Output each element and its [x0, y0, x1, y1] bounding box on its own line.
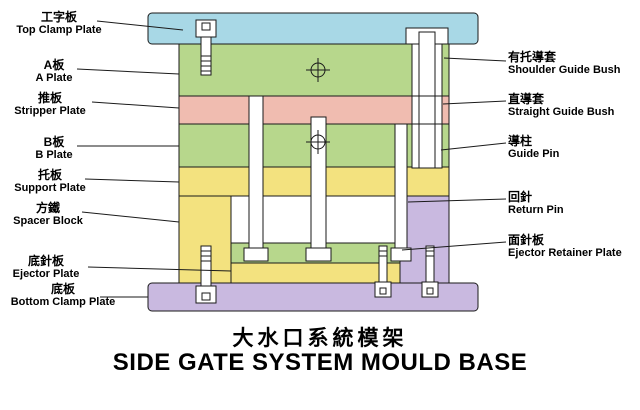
- return-pin-left-shape: [243, 95, 269, 262]
- label-straight-guide-bush: 直導套 Straight Guide Bush: [508, 92, 638, 119]
- label-a-plate-en: A Plate: [35, 72, 73, 84]
- leader-line: [443, 57, 507, 62]
- pin-head: [390, 247, 412, 262]
- ejector-screw-2: [421, 245, 439, 298]
- label-a-plate: A板 A Plate: [4, 58, 104, 85]
- label-top-clamp-plate-cn: 工字板: [40, 10, 77, 24]
- label-shoulder-guide-bush-en: Shoulder Guide Bush: [508, 64, 621, 76]
- label-shoulder-guide-bush: 有托導套 Shoulder Guide Bush: [508, 50, 638, 77]
- label-spacer-block: 方鐵 Spacer Block: [0, 201, 96, 228]
- label-guide-pin-cn: 導柱: [508, 134, 533, 148]
- leader-line: [440, 142, 507, 151]
- label-ejector-plate-en: Ejector Plate: [12, 268, 80, 280]
- label-b-plate: B板 B Plate: [4, 135, 104, 162]
- label-bottom-clamp-plate-en: Bottom Clamp Plate: [10, 296, 116, 308]
- label-stripper-plate: 推板 Stripper Plate: [0, 91, 100, 118]
- label-spacer-block-cn: 方鐵: [35, 201, 60, 215]
- screw-socket: [201, 292, 211, 301]
- return-pin-right-shape: [390, 123, 412, 262]
- leader-line: [76, 68, 180, 75]
- center-pillar-shape: [305, 116, 332, 262]
- label-ejector-retainer-plate-cn: 面針板: [508, 233, 545, 247]
- leader-line: [91, 101, 180, 109]
- pin-shank: [248, 95, 264, 249]
- leader-line: [84, 178, 180, 183]
- pin-head: [243, 247, 269, 262]
- crosshair-icon: [306, 130, 330, 154]
- label-guide-pin: 導柱 Guide Pin: [508, 134, 638, 161]
- label-ejector-plate-cn: 底針板: [27, 254, 64, 268]
- label-return-pin-cn: 回針: [508, 190, 533, 204]
- label-support-plate: 托板 Support Plate: [0, 168, 100, 195]
- label-a-plate-cn: A板: [43, 58, 65, 72]
- leader-line: [442, 100, 507, 105]
- label-shoulder-guide-bush-cn: 有托導套: [508, 50, 557, 64]
- label-stripper-plate-cn: 推板: [37, 91, 62, 105]
- label-straight-guide-bush-cn: 直導套: [508, 92, 545, 106]
- label-bottom-clamp-plate: 底板 Bottom Clamp Plate: [2, 282, 124, 309]
- leader-line: [96, 20, 184, 31]
- guide-pin-shape: [418, 31, 436, 169]
- screw-socket: [201, 22, 211, 31]
- leader-line: [87, 266, 232, 272]
- label-top-clamp-plate-en: Top Clamp Plate: [16, 24, 102, 36]
- label-support-plate-en: Support Plate: [14, 182, 86, 194]
- screw-socket: [426, 287, 434, 295]
- label-return-pin-en: Return Pin: [508, 204, 564, 216]
- leader-lines: [76, 20, 507, 298]
- pin-head: [305, 247, 332, 262]
- label-ejector-retainer-plate-en: Ejector Retainer Plate: [508, 247, 622, 259]
- pin-shank: [394, 123, 408, 249]
- label-bottom-clamp-plate-cn: 底板: [50, 282, 75, 296]
- label-stripper-plate-en: Stripper Plate: [14, 105, 86, 117]
- leader-line: [81, 211, 180, 223]
- guide-pin-assembly: [405, 27, 449, 169]
- label-spacer-block-en: Spacer Block: [13, 215, 83, 227]
- crosshair-icon: [306, 58, 330, 82]
- screw-shank: [200, 245, 212, 287]
- label-b-plate-cn: B板: [43, 135, 65, 149]
- cap-screw-bottom-left: [195, 245, 217, 304]
- label-b-plate-en: B Plate: [35, 149, 73, 161]
- cap-screw-top-left: [195, 19, 217, 76]
- title-chinese: 大水口系統模架: [232, 327, 408, 350]
- label-support-plate-cn: 托板: [37, 168, 62, 182]
- label-ejector-plate: 底針板 Ejector Plate: [0, 254, 92, 281]
- label-top-clamp-plate: 工字板 Top Clamp Plate: [4, 10, 114, 37]
- label-guide-pin-en: Guide Pin: [508, 148, 560, 160]
- leader-line: [407, 198, 507, 203]
- ejector-plate-shape: [230, 262, 401, 284]
- label-return-pin: 回針 Return Pin: [508, 190, 638, 217]
- title-english: SIDE GATE SYSTEM MOULD BASE: [112, 349, 528, 376]
- ejector-screw-1: [374, 245, 392, 298]
- leader-line: [401, 241, 507, 251]
- label-ejector-retainer-plate: 面針板 Ejector Retainer Plate: [508, 233, 640, 260]
- label-straight-guide-bush-en: Straight Guide Bush: [508, 106, 615, 118]
- screw-socket: [379, 287, 387, 295]
